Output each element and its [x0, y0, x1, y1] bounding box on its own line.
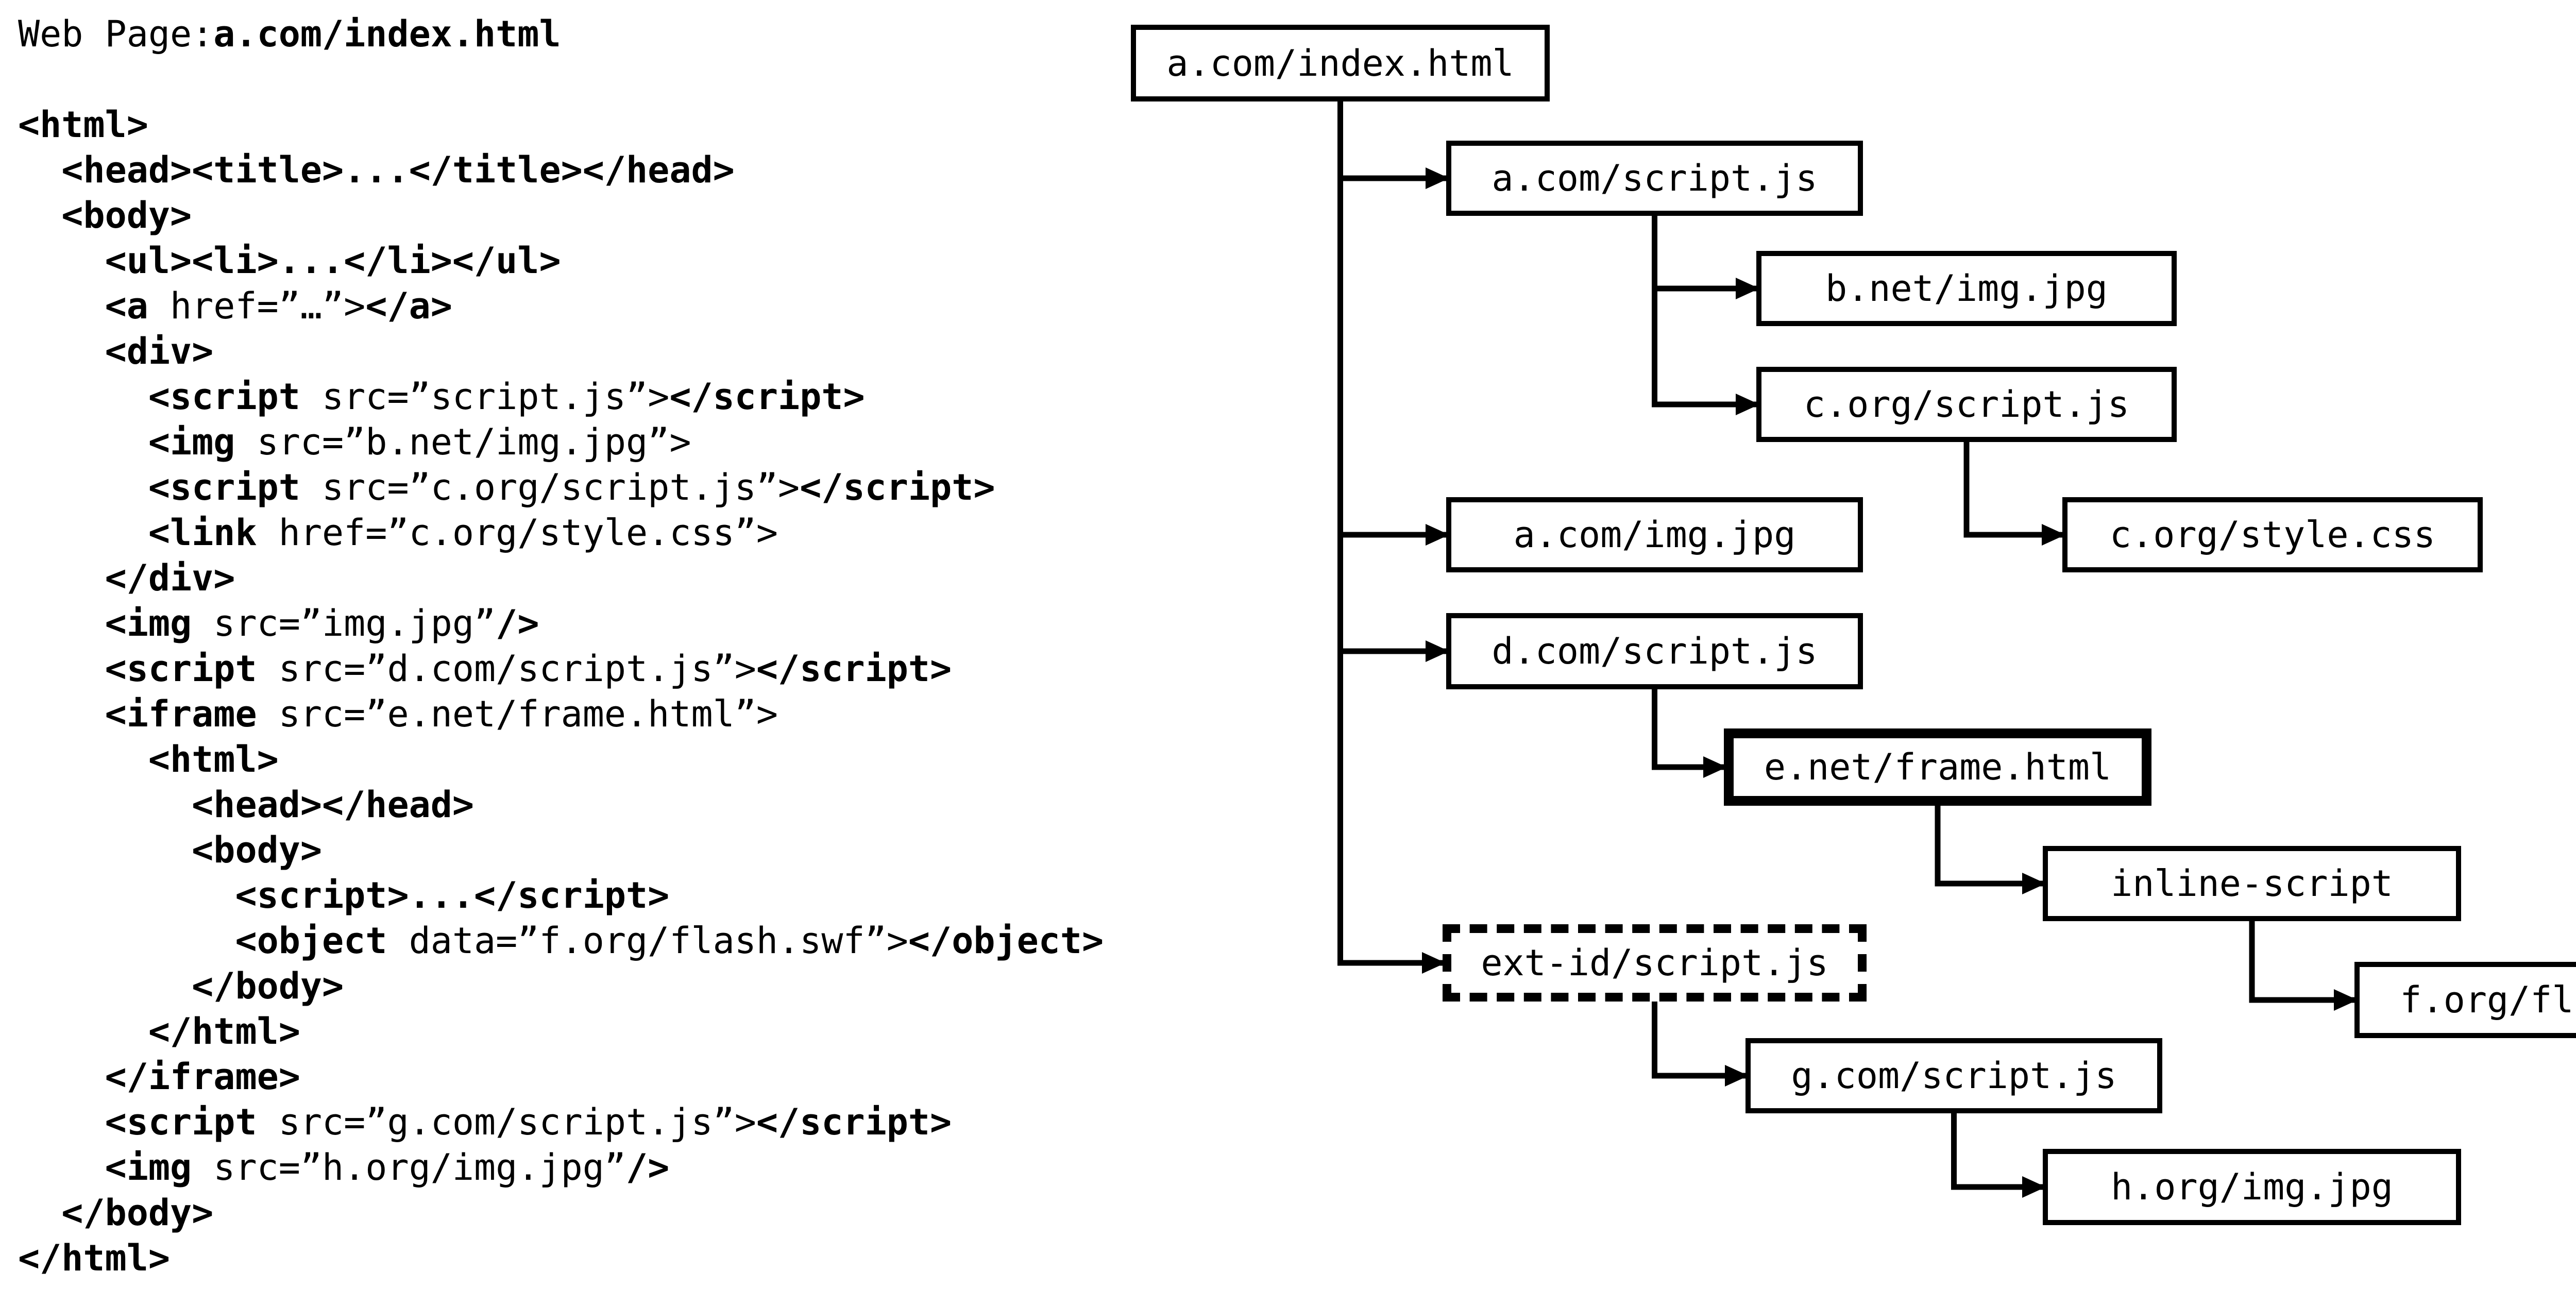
tree-node-label: d.com/script.js: [1492, 630, 1818, 672]
code-line: <script src=”g.com/script.js”></script>: [105, 1101, 952, 1143]
tree-edge-g_script-h_img: [1951, 1111, 2046, 1198]
tree-edge-index-ext: [1337, 99, 1446, 974]
tree-node-label: g.com/script.js: [1791, 1055, 2117, 1097]
tree-node-b_img: b.net/img.jpg: [1756, 251, 2177, 326]
code-line: </body>: [61, 1192, 214, 1234]
tree-node-inline: inline-script: [2043, 846, 2461, 921]
code-line: <script>...</script>: [235, 874, 670, 917]
tree-node-h_img: h.org/img.jpg: [2043, 1149, 2461, 1225]
code-line: <html>: [148, 738, 279, 781]
tree-edge-index-a_img: [1337, 99, 1449, 546]
code-line: </html>: [18, 1237, 171, 1279]
tree-node-label: c.org/style.css: [2109, 514, 2436, 556]
figure-title-prefix: Web Page:: [18, 13, 214, 55]
tree-node-label: f.org/flash.swf: [2400, 979, 2576, 1021]
tree-edge-c_script-c_style: [1963, 440, 2065, 546]
code-line: <html>: [18, 104, 148, 146]
tree-node-label: a.com/img.jpg: [1513, 514, 1796, 556]
tree-node-ext: ext-id/script.js: [1443, 924, 1867, 1002]
code-line: </body>: [192, 965, 344, 1007]
tree-edge-a_script-b_img: [1652, 214, 1759, 299]
code-line: <img src=”h.org/img.jpg”/>: [105, 1146, 670, 1189]
figure-title: Web Page:a.com/index.html: [18, 11, 1104, 57]
source-code-panel: Web Page:a.com/index.html <html> <head><…: [18, 11, 1104, 1281]
code-line: <div>: [105, 330, 214, 372]
tree-node-a_script: a.com/script.js: [1446, 141, 1863, 216]
tree-node-f_flash: f.org/flash.swf: [2354, 962, 2576, 1038]
code-line: </div>: [105, 557, 235, 599]
tree-node-index: a.com/index.html: [1131, 25, 1550, 101]
tree-node-g_script: g.com/script.js: [1745, 1038, 2162, 1113]
tree-edge-index-d_script: [1337, 99, 1449, 662]
code-line: <script src=”d.com/script.js”></script>: [105, 648, 952, 690]
tree-edge-ext-g_script: [1652, 999, 1749, 1087]
code-lines: <html> <head><title>...</title></head> <…: [18, 102, 1104, 1281]
code-line: <ul><li>...</li></ul>: [105, 240, 561, 282]
code-line: <img src=”img.jpg”/>: [105, 602, 539, 644]
tree-edge-d_script-e_frame: [1652, 687, 1727, 778]
tree-node-label: a.com/script.js: [1492, 157, 1818, 199]
code-line: <body>: [192, 829, 323, 871]
tree-node-label: h.org/img.jpg: [2111, 1166, 2393, 1208]
tree-node-d_script: d.com/script.js: [1446, 613, 1863, 689]
tree-node-e_frame: e.net/frame.html: [1724, 728, 2151, 806]
code-line: <script src=”c.org/script.js”></script>: [148, 466, 995, 508]
tree-node-label: a.com/index.html: [1166, 42, 1514, 84]
tree-edge-index-a_script: [1337, 99, 1449, 189]
tree-node-label: inline-script: [2111, 862, 2393, 905]
code-line: <script src=”script.js”></script>: [148, 376, 865, 418]
code-line: <link href=”c.org/style.css”>: [148, 512, 778, 554]
tree-node-label: b.net/img.jpg: [1825, 267, 2108, 310]
tree-node-c_style: c.org/style.css: [2062, 497, 2483, 572]
code-line: <a href=”…”></a>: [105, 285, 452, 327]
code-line: <head></head>: [192, 784, 474, 826]
tree-edge-a_script-c_script: [1652, 214, 1759, 415]
code-line: </iframe>: [105, 1056, 300, 1098]
code-line: <head><title>...</title></head>: [61, 149, 735, 191]
tree-node-a_img: a.com/img.jpg: [1446, 497, 1863, 572]
code-line: <object data=”f.org/flash.swf”></object>: [235, 920, 1104, 962]
code-line: <iframe src=”e.net/frame.html”>: [105, 693, 778, 735]
code-line: </html>: [148, 1010, 300, 1053]
tree-edge-e_frame-inline: [1935, 804, 2046, 894]
tree-node-c_script: c.org/script.js: [1756, 367, 2177, 442]
code-line: <img src=”b.net/img.jpg”>: [148, 421, 691, 463]
tree-edge-inline-f_flash: [2249, 919, 2358, 1011]
figure-title-url: a.com/index.html: [213, 13, 561, 55]
tree-node-label: e.net/frame.html: [1764, 746, 2112, 788]
code-line: <body>: [61, 194, 192, 236]
tree-node-label: c.org/script.js: [1803, 383, 2130, 426]
tree-node-label: ext-id/script.js: [1481, 942, 1828, 984]
